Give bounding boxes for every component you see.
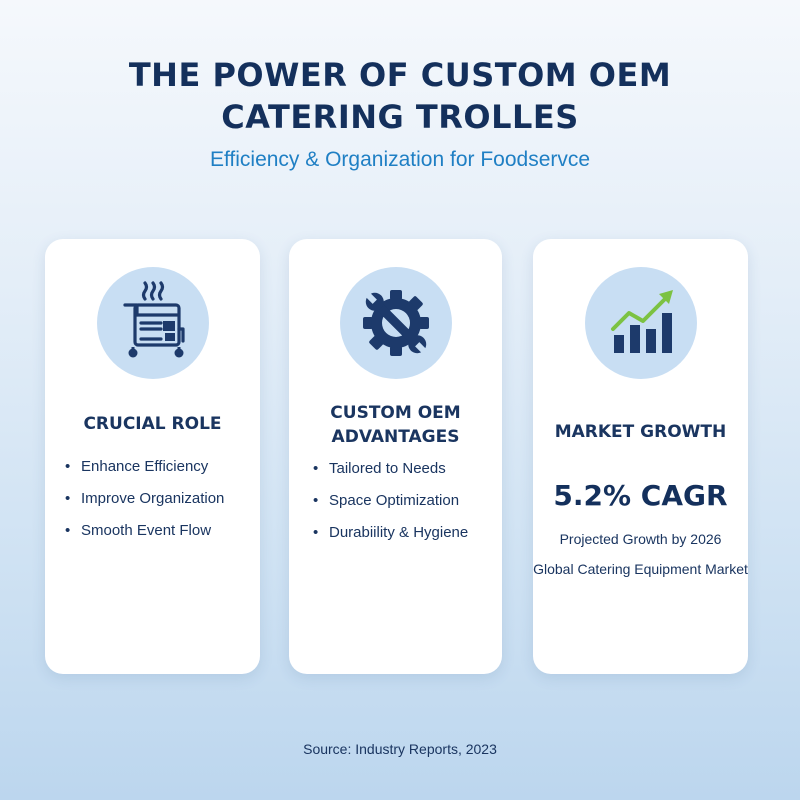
card-heading: CUSTOM OEM ADVANTAGES bbox=[289, 401, 502, 449]
source-footnote: Source: Industry Reports, 2023 bbox=[303, 741, 497, 757]
bullet-list: Tailored to Needs Space Optimization Dur… bbox=[313, 459, 468, 555]
list-item: Enhance Efficiency bbox=[65, 457, 224, 489]
growth-note: Projected Growth by 2026 bbox=[559, 531, 722, 547]
page-title: THE POWER OF CUSTOM OEM CATERING TROLLES bbox=[0, 54, 800, 138]
growth-chart-icon bbox=[584, 267, 697, 379]
card-heading: CRUCIAL ROLE bbox=[45, 412, 260, 436]
list-item: Improve Organization bbox=[65, 489, 224, 521]
card-heading-line: CRUCIAL ROLE bbox=[83, 414, 222, 434]
card-custom-oem-advantages: CUSTOM OEM ADVANTAGES Tailored to Needs … bbox=[289, 239, 502, 674]
list-item: Smooth Event Flow bbox=[65, 521, 224, 553]
list-item: Durabiility & Hygiene bbox=[313, 523, 468, 555]
card-heading: MARKET GROWTH bbox=[533, 420, 748, 444]
title-line-2: CATERING TROLLES bbox=[221, 98, 579, 136]
card-crucial-role: CRUCIAL ROLE Enhance Efficiency Improve … bbox=[45, 239, 260, 674]
title-line-1: THE POWER OF CUSTOM OEM bbox=[128, 56, 672, 94]
list-item: Space Optimization bbox=[313, 491, 468, 523]
cagr-stat: 5.2% CAGR bbox=[553, 479, 728, 512]
market-note: Global Catering Equipment Market bbox=[533, 561, 748, 577]
card-heading-line: CUSTOM OEM bbox=[330, 403, 461, 423]
card-heading-line: MARKET GROWTH bbox=[554, 422, 727, 442]
catering-trolley-icon bbox=[96, 267, 209, 379]
bullet-list: Enhance Efficiency Improve Organization … bbox=[65, 457, 224, 553]
card-market-growth: MARKET GROWTH 5.2% CAGR Projected Growth… bbox=[533, 239, 748, 674]
card-heading-line: ADVANTAGES bbox=[331, 427, 460, 447]
gear-wrench-icon bbox=[339, 267, 452, 379]
list-item: Tailored to Needs bbox=[313, 459, 468, 491]
page-subtitle: Efficiency & Organization for Foodservce bbox=[209, 148, 591, 171]
